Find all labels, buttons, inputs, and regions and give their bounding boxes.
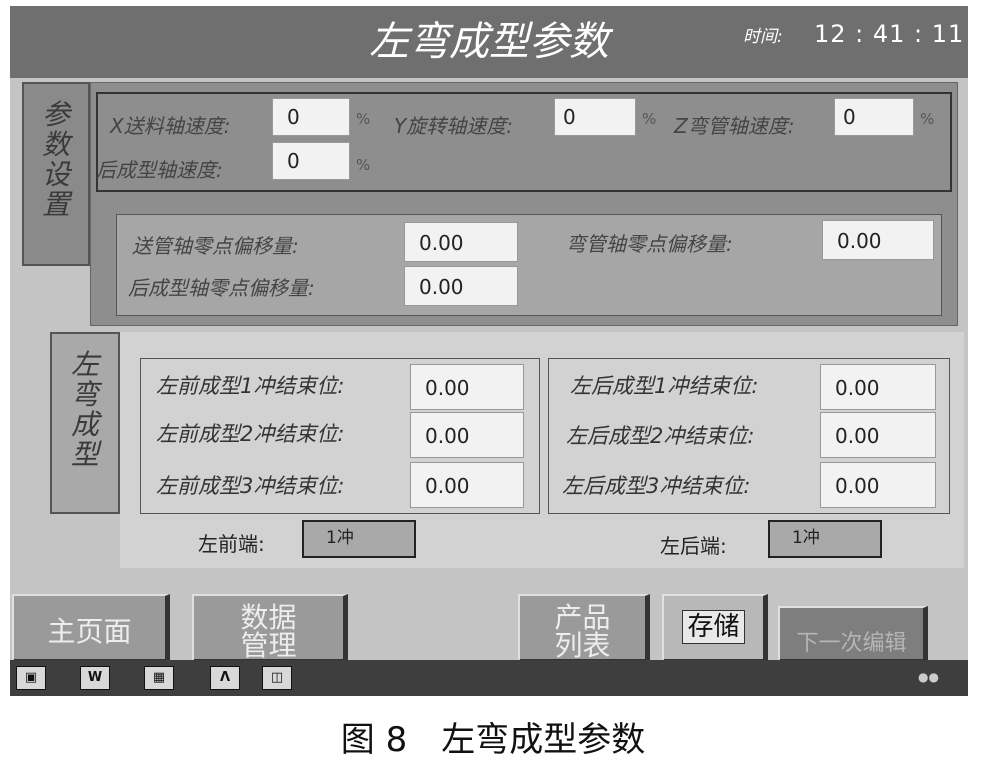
speed-panel xyxy=(96,92,952,192)
title-bar: 左弯成型参数 时间: 12 : 41 : 11 xyxy=(10,6,968,78)
y-speed-unit: % xyxy=(642,110,657,128)
front-end-label: 左前端: xyxy=(198,532,265,556)
y-speed-label: Y旋转轴速度: xyxy=(394,114,513,138)
z-speed-unit: % xyxy=(920,110,935,128)
y-speed-input[interactable]: 0 xyxy=(554,98,636,136)
home-button-label: 主页面 xyxy=(47,615,132,648)
front-forming-panel xyxy=(140,358,540,514)
feed-offset-input[interactable]: 0.00 xyxy=(404,222,518,262)
product-list-button[interactable]: 产品列表 xyxy=(518,594,650,664)
x-speed-input[interactable]: 0 xyxy=(272,98,350,136)
panel-icon[interactable]: ◫ xyxy=(262,666,292,690)
word-icon[interactable]: W xyxy=(80,666,110,690)
z-speed-input[interactable]: 0 xyxy=(834,98,914,136)
feed-offset-label: 送管轴零点偏移量: xyxy=(132,234,299,258)
tab-left-bend-label: 左弯成型 xyxy=(71,348,100,471)
rear-forming-3-input[interactable]: 0.00 xyxy=(820,462,936,508)
product-list-label: 产品列表 xyxy=(554,601,611,662)
rear-speed-label: 后成型轴速度: xyxy=(96,158,223,182)
keyboard-icon[interactable]: ▦ xyxy=(144,666,174,690)
front-forming-3-input[interactable]: 0.00 xyxy=(410,462,524,508)
hmi-screen: 左弯成型参数 时间: 12 : 41 : 11 参数设置 X送料轴速度: 0 %… xyxy=(10,6,968,696)
front-end-indicator[interactable]: 1冲 xyxy=(302,520,416,558)
clock-label: 时间: xyxy=(743,27,783,47)
figure-caption: 图 8 左弯成型参数 xyxy=(340,720,646,760)
rear-forming-2-label: 左后成型2冲结束位: xyxy=(566,424,755,448)
home-button[interactable]: 主页面 xyxy=(12,594,170,664)
rear-end-label: 左后端: xyxy=(660,534,727,558)
data-management-button[interactable]: 数据管理 xyxy=(192,594,348,664)
front-forming-1-label: 左前成型1冲结束位: xyxy=(156,374,345,398)
x-speed-label: X送料轴速度: xyxy=(110,114,231,138)
save-button[interactable]: 存储 xyxy=(662,594,768,664)
taskbar: ▣ W ▦ Λ ◫ ●● xyxy=(10,660,968,696)
next-edit-button[interactable]: 下一次编辑 xyxy=(778,606,928,664)
next-edit-label: 下一次编辑 xyxy=(796,631,907,656)
front-forming-2-label: 左前成型2冲结束位: xyxy=(156,422,345,446)
bend-offset-input[interactable]: 0.00 xyxy=(822,220,934,260)
front-forming-1-input[interactable]: 0.00 xyxy=(410,364,524,410)
rear-offset-label: 后成型轴零点偏移量: xyxy=(128,276,315,300)
front-forming-3-label: 左前成型3冲结束位: xyxy=(156,474,345,498)
save-button-label: 存储 xyxy=(682,610,745,644)
window-icon[interactable]: ▣ xyxy=(16,666,46,690)
z-speed-label: Z弯管轴速度: xyxy=(674,114,795,138)
front-forming-2-input[interactable]: 0.00 xyxy=(410,412,524,458)
data-management-label: 数据管理 xyxy=(240,601,297,662)
rear-forming-1-input[interactable]: 0.00 xyxy=(820,364,936,410)
bend-offset-label: 弯管轴零点偏移量: xyxy=(566,232,733,256)
rear-end-indicator[interactable]: 1冲 xyxy=(768,520,882,558)
tab-params-label: 参数设置 xyxy=(42,98,71,221)
pdf-icon[interactable]: Λ xyxy=(210,666,240,690)
tab-left-bend[interactable]: 左弯成型 xyxy=(50,332,120,514)
tab-params[interactable]: 参数设置 xyxy=(22,82,90,266)
rear-forming-3-label: 左后成型3冲结束位: xyxy=(562,474,751,498)
rear-forming-2-input[interactable]: 0.00 xyxy=(820,412,936,458)
x-speed-unit: % xyxy=(356,110,371,128)
offset-panel xyxy=(116,214,942,316)
rear-speed-input[interactable]: 0 xyxy=(272,142,350,180)
rear-forming-panel xyxy=(548,358,950,514)
rear-speed-unit: % xyxy=(356,156,371,174)
clock-value: 12 : 41 : 11 xyxy=(814,20,965,48)
rear-forming-1-label: 左后成型1冲结束位: xyxy=(570,374,759,398)
tray-icons[interactable]: ●● xyxy=(918,670,939,684)
page-title: 左弯成型参数 xyxy=(369,19,609,65)
rear-offset-input[interactable]: 0.00 xyxy=(404,266,518,306)
